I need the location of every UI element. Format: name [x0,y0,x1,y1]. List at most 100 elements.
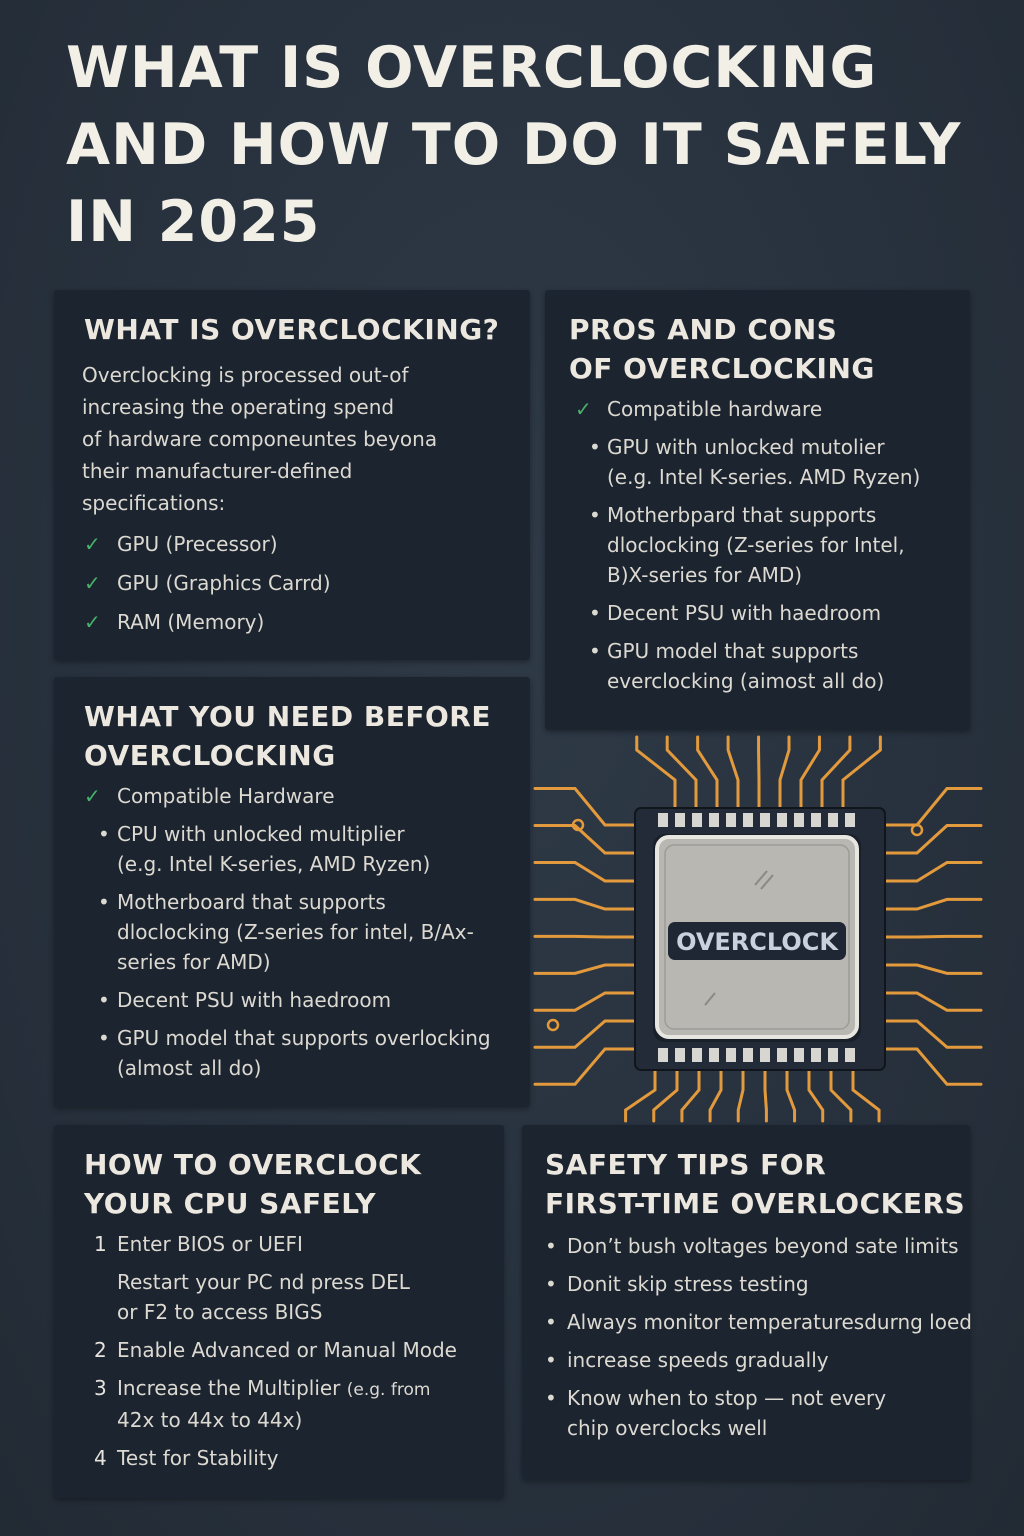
step-number: 1 [94,1232,107,1256]
what-is-paragraph: Overclocking is processed out-of increas… [82,363,438,515]
chip-pin [777,813,787,827]
circuit-trace [736,1068,745,1123]
chip-pin [726,1048,736,1062]
bullet-icon: • [589,435,601,459]
chip-pin [709,813,719,827]
chip-pin [743,1048,753,1062]
how-to-heading: HOW TO OVERCLOCK YOUR CPU SAFELY [84,1148,422,1220]
circuit-trace [883,934,983,939]
bullet-icon: • [98,988,110,1012]
step-number: 3 [94,1376,107,1400]
safety-panel: SAFETY TIPS FOR FIRST-TIME OVERLOCKERS •… [522,1125,972,1480]
title-line-3: IN 2025 [66,189,321,255]
circuit-trace [726,735,740,810]
bullet-icon: • [545,1272,557,1296]
what-is-panel: WHAT IS OVERCLOCKING? Overclocking is pr… [54,290,530,660]
list-item: • Know when to stop — not every chip ove… [545,1383,970,1443]
list-item: • Decent PSU with haedroom [569,598,970,628]
circuit-trace [533,963,637,975]
circuit-trace [680,1068,701,1123]
chip-pin [692,813,702,827]
chip-pin [828,813,838,827]
chip-pin [811,1048,821,1062]
circuit-trace [533,934,637,939]
page-title: WHAT IS OVERCLOCKING AND HOW TO DO IT SA… [66,30,986,261]
circuit-trace [533,1047,637,1086]
circuit-trace [533,1019,637,1049]
check-icon: ✓ [84,610,101,634]
list-item: • Don’t bush voltages beyond sate limits [545,1231,970,1261]
need-before-list: ✓ Compatible Hardware • CPU with unlocke… [84,781,530,1083]
check-icon: ✓ [84,532,101,556]
chip-pin [709,1048,719,1062]
bullet-icon: • [545,1234,557,1258]
bullet-icon: • [589,639,601,663]
safety-heading: SAFETY TIPS FOR FIRST-TIME OVERLOCKERS [545,1148,966,1220]
bullet-icon: • [545,1348,557,1372]
list-item: • GPU model that supports overlocking (a… [84,1023,530,1083]
list-item: • Motherboard that supports dloclocking … [84,887,530,977]
circuit-trace [708,1068,723,1123]
check-icon: ✓ [84,784,101,808]
trace-pad [546,1018,560,1032]
need-before-heading: WHAT YOU NEED BEFORE OVERCLOCKING [84,700,491,772]
safety-list: • Don’t bush voltages beyond sate limits… [545,1231,972,1443]
list-item: ✓ Compatible Hardware [84,781,530,811]
circuit-trace [696,735,719,810]
circuit-trace [533,823,637,855]
circuit-trace [635,735,677,810]
circuit-trace [778,735,791,810]
circuit-trace [883,860,983,883]
circuit-trace [624,1068,657,1123]
bullet-icon: • [98,890,110,914]
chip-pin [675,813,685,827]
how-to-steps: 1 Enter BIOS or UEFI Restart your PC nd … [84,1229,504,1473]
pros-cons-heading: PROS AND CONS OF OVERCLOCKING [569,313,875,385]
bullet-icon: • [589,601,601,625]
circuit-trace [785,1068,797,1123]
scratch-mark [704,870,774,1006]
trace-pad [910,823,924,837]
title-line-2: AND HOW TO DO IT SAFELY [66,112,962,178]
list-item: ✓ GPU (Precessor) [84,529,530,559]
chip-pin [828,1048,838,1062]
circuit-trace [829,1068,853,1123]
list-item: • GPU model that supports everclocking (… [569,636,970,696]
step-item: 3 Increase the Multiplier (e.g. from 42x… [84,1373,504,1435]
list-item: • CPU with unlocked multiplier (e.g. Int… [84,819,530,879]
step-number: 4 [94,1446,107,1470]
pros-cons-list: ✓ Compatible hardware • GPU with unlocke… [569,394,970,696]
circuit-traces [533,735,983,1123]
list-item: • Decent PSU with haedroom [84,985,530,1015]
list-item: • GPU with unlocked mutolier (e.g. Intel… [569,432,970,492]
list-item: • increase speeds gradually [545,1345,970,1375]
circuit-trace [841,735,882,810]
circuit-trace [652,1068,679,1123]
chip-pin [692,1048,702,1062]
check-icon: ✓ [84,571,101,595]
chip-pin [658,813,668,827]
circuit-trace [799,735,821,810]
chip-pin [777,1048,787,1062]
circuit-trace [665,735,698,810]
circuit-trace [883,991,983,1012]
bullet-icon: • [589,503,601,527]
chip-pin [675,1048,685,1062]
title-line-1: WHAT IS OVERCLOCKING [66,35,878,101]
circuit-trace [533,897,637,911]
step-number: 2 [94,1338,107,1362]
chip-pin [726,813,736,827]
chip-pin [794,813,804,827]
chip-pin [760,1048,770,1062]
chip-pins [658,813,855,1062]
list-item: ✓ RAM (Memory) [84,607,530,637]
step-item: 1 Enter BIOS or UEFI Restart your PC nd … [84,1229,504,1327]
list-item: • Motherbpard that supports dloclocking … [569,500,970,590]
circuit-trace [883,1047,983,1086]
step-item: 4 Test for Stability [84,1443,504,1473]
bullet-icon: • [98,1026,110,1050]
list-item: ✓ Compatible hardware [569,394,970,424]
bullet-icon: • [545,1310,557,1334]
chip-pin [845,813,855,827]
chip-pin [658,1048,668,1062]
